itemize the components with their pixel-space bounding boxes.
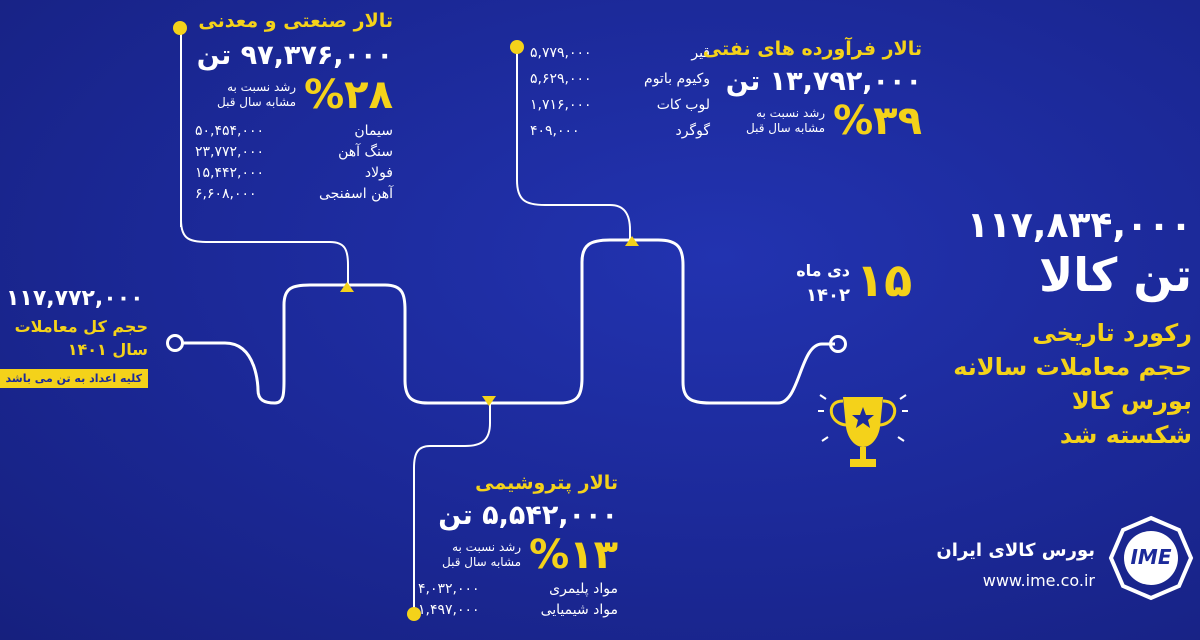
- oil-title: تالار فرآورده های نفتی: [702, 38, 922, 60]
- ime-logo-text: IME: [1130, 545, 1172, 569]
- previous-year-label-2: سال ۱۴۰۱: [67, 340, 148, 359]
- item-value: ۴,۰۳۲,۰۰۰: [418, 581, 480, 597]
- item-value: ۲۳,۷۷۲,۰۰۰: [195, 144, 265, 160]
- industrial-marker: [340, 282, 354, 292]
- item-value: ۱,۷۱۶,۰۰۰: [530, 97, 592, 113]
- industrial-growth-note-2: مشابه سال قبل: [217, 95, 297, 109]
- industrial-hall: تالار صنعتی و معدنی ۹۷,۳۷۶,۰۰۰ تن %۲۸ رش…: [195, 10, 393, 205]
- petro-growth-note-1: رشد نسبت به: [452, 540, 522, 554]
- industrial-title: تالار صنعتی و معدنی: [198, 10, 393, 32]
- ime-logo-icon: [1108, 515, 1194, 601]
- petro-growth-row: %۱۳ رشد نسبت به مشابه سال قبل: [418, 535, 618, 575]
- record-lines: رکورد تاریخی حجم معاملات سالانه بورس کال…: [930, 316, 1192, 452]
- record-date: ۱۵ دی ماه ۱۴۰۲: [770, 255, 920, 315]
- record-day: ۱۵: [856, 253, 913, 307]
- units-note: کلیه اعداد به تن می باشد: [0, 369, 148, 388]
- petro-total: ۵,۵۴۲,۰۰۰ تن: [438, 500, 618, 531]
- oil-growth-note-1: رشد نسبت به: [756, 106, 826, 120]
- item-value: ۱۵,۴۴۲,۰۰۰: [195, 165, 265, 181]
- record-month: دی ماه: [796, 261, 850, 280]
- industrial-items: سیمان ۵۰,۴۵۴,۰۰۰ سنگ آهن ۲۳,۷۷۲,۰۰۰ فولاد ۱…: [195, 121, 393, 205]
- petro-items: مواد پلیمری ۴,۰۳۲,۰۰۰ مواد شیمیایی ۱,۴۹۷,۰…: [418, 579, 618, 621]
- item-value: ۶,۶۰۸,۰۰۰: [195, 186, 257, 202]
- end-ring: [829, 335, 847, 353]
- industrial-growth-row: %۲۸ رشد نسبت به مشابه سال قبل: [195, 75, 393, 115]
- oil-dot: [510, 40, 524, 54]
- industrial-total: ۹۷,۳۷۶,۰۰۰ تن: [196, 40, 393, 71]
- petro-marker: [482, 396, 496, 406]
- industrial-connector-curve: [180, 220, 349, 288]
- list-item: سنگ آهن ۲۳,۷۷۲,۰۰۰: [195, 142, 393, 163]
- oil-items: قیر ۵,۷۷۹,۰۰۰ وکیوم باتوم ۵,۶۲۹,۰۰۰ لوب کا…: [530, 40, 710, 144]
- record-line: حجم معاملات سالانه: [953, 353, 1192, 381]
- petro-dot: [407, 607, 421, 621]
- list-item: گوگرد ۴۰۹,۰۰۰: [530, 118, 710, 144]
- list-item: آهن اسفنجی ۶,۶۰۸,۰۰۰: [195, 184, 393, 205]
- industrial-growth: %۲۸: [304, 72, 393, 118]
- list-item: وکیوم باتوم ۵,۶۲۹,۰۰۰: [530, 66, 710, 92]
- oil-growth: %۳۹: [833, 98, 922, 144]
- petro-connector-curve: [413, 400, 491, 610]
- record-unit: تن کالا: [1039, 248, 1192, 302]
- brand-name: بورس کالای ایران: [936, 540, 1095, 561]
- oil-connector-curve: [516, 48, 631, 243]
- oil-growth-note-2: مشابه سال قبل: [746, 121, 826, 135]
- ime-logo: IME: [1108, 515, 1194, 601]
- item-value: ۵۰,۴۵۴,۰۰۰: [195, 123, 265, 139]
- petro-title: تالار پتروشیمی: [475, 472, 618, 494]
- list-item: قیر ۵,۷۷۹,۰۰۰: [530, 40, 710, 66]
- previous-year-total: ۱۱۷,۷۷۲,۰۰۰: [6, 286, 144, 311]
- oil-growth-row: %۳۹ رشد نسبت به مشابه سال قبل: [712, 101, 922, 141]
- petro-growth: %۱۳: [529, 532, 618, 578]
- oil-marker: [625, 236, 639, 246]
- industrial-dot: [173, 21, 187, 35]
- item-label: آهن اسفنجی: [318, 186, 393, 202]
- industrial-connector: [180, 32, 182, 227]
- item-label: مواد شیمیایی: [540, 602, 618, 618]
- industrial-growth-note-1: رشد نسبت به: [227, 80, 297, 94]
- item-value: ۵,۶۲۹,۰۰۰: [530, 71, 592, 87]
- list-item: مواد شیمیایی ۱,۴۹۷,۰۰۰: [418, 600, 618, 621]
- item-label: سیمان: [354, 123, 393, 139]
- petro-hall: تالار پتروشیمی ۵,۵۴۲,۰۰۰ تن %۱۳ رشد نسبت…: [418, 472, 618, 621]
- brand: بورس کالای ایران www.ime.co.ir: [925, 540, 1095, 590]
- petro-growth-note-2: مشابه سال قبل: [442, 555, 522, 569]
- item-value: ۴۰۹,۰۰۰: [530, 123, 580, 139]
- record-total: ۱۱۷,۸۳۴,۰۰۰: [966, 205, 1192, 246]
- start-ring: [166, 334, 184, 352]
- item-label: قیر: [691, 45, 710, 61]
- previous-year: ۱۱۷,۷۷۲,۰۰۰ حجم کل معاملات سال ۱۴۰۱ کلیه…: [0, 286, 148, 388]
- list-item: لوب کات ۱,۷۱۶,۰۰۰: [530, 92, 710, 118]
- previous-year-label-1: حجم کل معاملات: [14, 317, 148, 336]
- item-label: سنگ آهن: [338, 144, 393, 160]
- record-block: ۱۱۷,۸۳۴,۰۰۰ تن کالا رکورد تاریخی حجم معا…: [930, 205, 1192, 452]
- record-year: ۱۴۰۲: [806, 285, 850, 306]
- oil-total: ۱۳,۷۹۲,۰۰۰ تن: [725, 66, 922, 97]
- item-label: وکیوم باتوم: [644, 71, 710, 87]
- item-label: فولاد: [364, 165, 393, 181]
- record-line: بورس کالا: [1071, 387, 1192, 415]
- list-item: مواد پلیمری ۴,۰۳۲,۰۰۰: [418, 579, 618, 600]
- item-label: گوگرد: [675, 123, 710, 139]
- brand-url[interactable]: www.ime.co.ir: [982, 571, 1095, 590]
- item-label: لوب کات: [656, 97, 710, 113]
- item-label: مواد پلیمری: [549, 581, 618, 597]
- oil-hall: تالار فرآورده های نفتی ۱۳,۷۹۲,۰۰۰ تن %۳۹…: [702, 38, 922, 141]
- record-line: رکورد تاریخی: [1032, 319, 1192, 347]
- list-item: فولاد ۱۵,۴۴۲,۰۰۰: [195, 163, 393, 184]
- item-value: ۵,۷۷۹,۰۰۰: [530, 45, 592, 61]
- item-value: ۱,۴۹۷,۰۰۰: [418, 602, 480, 618]
- trophy-icon: [818, 394, 908, 467]
- list-item: سیمان ۵۰,۴۵۴,۰۰۰: [195, 121, 393, 142]
- record-line: شکسته شد: [1059, 421, 1192, 449]
